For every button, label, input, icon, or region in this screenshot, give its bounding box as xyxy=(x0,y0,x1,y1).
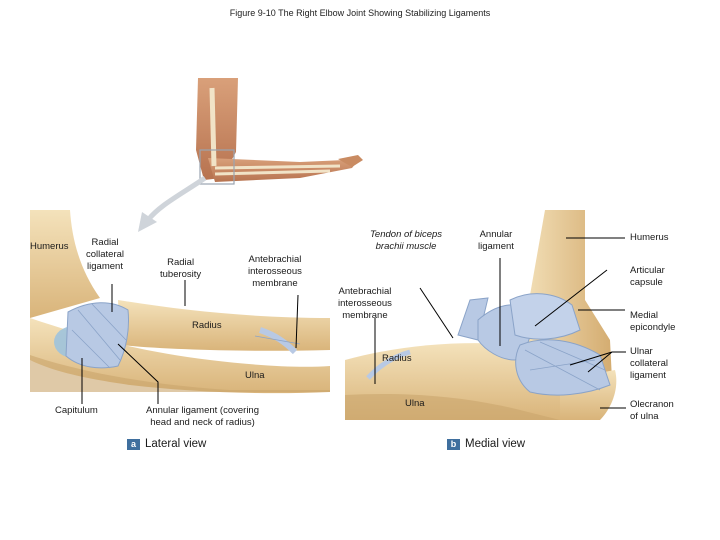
zoom-arrow xyxy=(138,175,207,232)
label-radius-a: Radius xyxy=(192,320,222,331)
label-olecranon-of-ulna: Olecranon of ulna xyxy=(630,399,674,422)
label-radial-collateral-ligament: Radial collateral ligament xyxy=(86,237,125,272)
medial-view-drawing xyxy=(345,210,617,420)
label-antebrachial-interosseous-membrane-b: Antebrachial interosseous membrane xyxy=(338,286,392,321)
lateral-view-caption: a Lateral view xyxy=(127,438,206,450)
badge-a: a xyxy=(127,438,140,450)
leader-articular-capsule xyxy=(534,269,608,327)
label-antebrachial-interosseous-membrane-a: Antebrachial interosseous membrane xyxy=(248,254,302,289)
leader-lines xyxy=(81,237,626,409)
label-ulna-b: Ulna xyxy=(405,398,425,409)
leader-biceps-tendon xyxy=(419,287,454,339)
label-ulna-a: Ulna xyxy=(245,370,265,381)
label-ulnar-collateral-ligament: Ulnar collateral ligament xyxy=(630,346,669,381)
label-tendon-of-biceps: Tendon of biceps brachii muscle xyxy=(370,229,443,252)
label-radius-b: Radius xyxy=(382,353,412,364)
leader-annular-ligament-a xyxy=(117,343,159,404)
label-annular-ligament-b: Annular ligament xyxy=(478,229,514,252)
leader-ucl-1 xyxy=(569,351,613,366)
label-annular-ligament-a: Annular ligament (covering head and neck… xyxy=(146,405,260,428)
label-medial-epicondyle: Medial epicondyle xyxy=(630,310,676,333)
label-articular-capsule: Articular capsule xyxy=(630,265,665,288)
leader-ucl-2 xyxy=(587,351,613,373)
lateral-view-drawing xyxy=(30,210,330,394)
label-radial-tuberosity: Radial tuberosity xyxy=(160,257,202,280)
medial-view-caption: b Medial view xyxy=(447,438,525,450)
label-capitulum: Capitulum xyxy=(55,405,98,416)
arm-thumbnail xyxy=(196,78,363,185)
label-humerus-a: Humerus xyxy=(30,241,69,252)
badge-b: b xyxy=(447,438,460,450)
figure-title: Figure 9-10 The Right Elbow Joint Showin… xyxy=(229,8,491,18)
leader-antebrachial-a xyxy=(295,294,299,349)
label-humerus-b: Humerus xyxy=(630,232,669,243)
medial-view-label: Medial view xyxy=(465,438,526,450)
lateral-view-label: Lateral view xyxy=(145,438,207,450)
